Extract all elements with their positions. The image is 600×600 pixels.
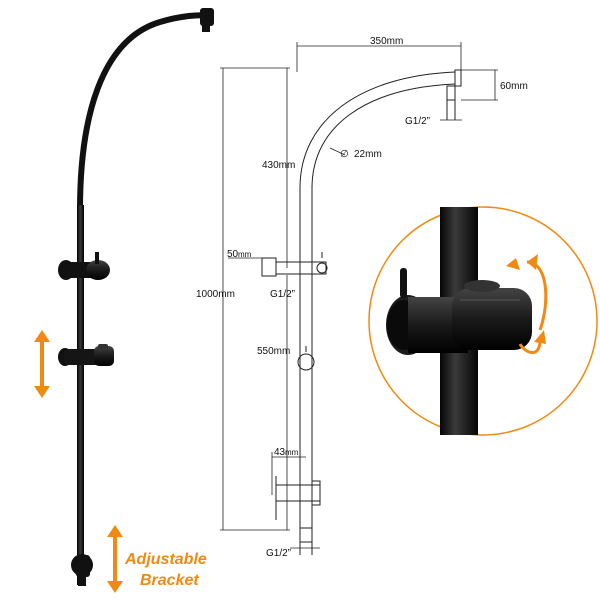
top-thread-label: G1/2” — [405, 116, 430, 127]
bottom-thread-label: G1/2” — [266, 548, 291, 559]
arm-drop-label: 60mm — [500, 81, 528, 92]
arm-reach-label: 350mm — [370, 36, 403, 47]
callout-line2: Bracket — [140, 572, 199, 589]
wall-offset-value: 50 — [227, 249, 239, 260]
top-connector — [200, 8, 214, 26]
technical-drawing — [220, 42, 498, 555]
curved-arm — [77, 12, 213, 213]
up-down-arrow-icon — [107, 525, 123, 593]
rotate-arrows-icon — [506, 254, 548, 354]
zoom-holder — [386, 268, 532, 355]
bracket-span-label: 550mm — [257, 346, 290, 357]
overall-height-label: 1000mm — [196, 289, 235, 300]
bottom-offset-unit: mm — [285, 448, 299, 457]
dimension-labels: 350mm 60mm G1/2” ∅ 22mm 430mm 50 mm G1/2… — [196, 36, 528, 559]
sliding-holder[interactable] — [58, 344, 114, 366]
wall-offset-unit: mm — [238, 250, 252, 259]
bottom-wall-bracket — [71, 554, 93, 586]
vertical-rail — [77, 205, 84, 585]
shower-rail-product: Adjustable Bracket — [34, 8, 214, 593]
callout-line1: Adjustable — [124, 551, 207, 568]
mid-thread-label: G1/2” — [270, 289, 295, 300]
up-down-arrow-icon — [34, 330, 50, 398]
pipe-diameter-label: 22mm — [354, 149, 382, 160]
diameter-symbol: ∅ — [340, 149, 349, 160]
bottom-offset-value: 43 — [274, 447, 286, 458]
zoom-detail — [368, 206, 598, 436]
arc-height-label: 430mm — [262, 160, 295, 171]
upper-wall-bracket — [58, 252, 110, 280]
